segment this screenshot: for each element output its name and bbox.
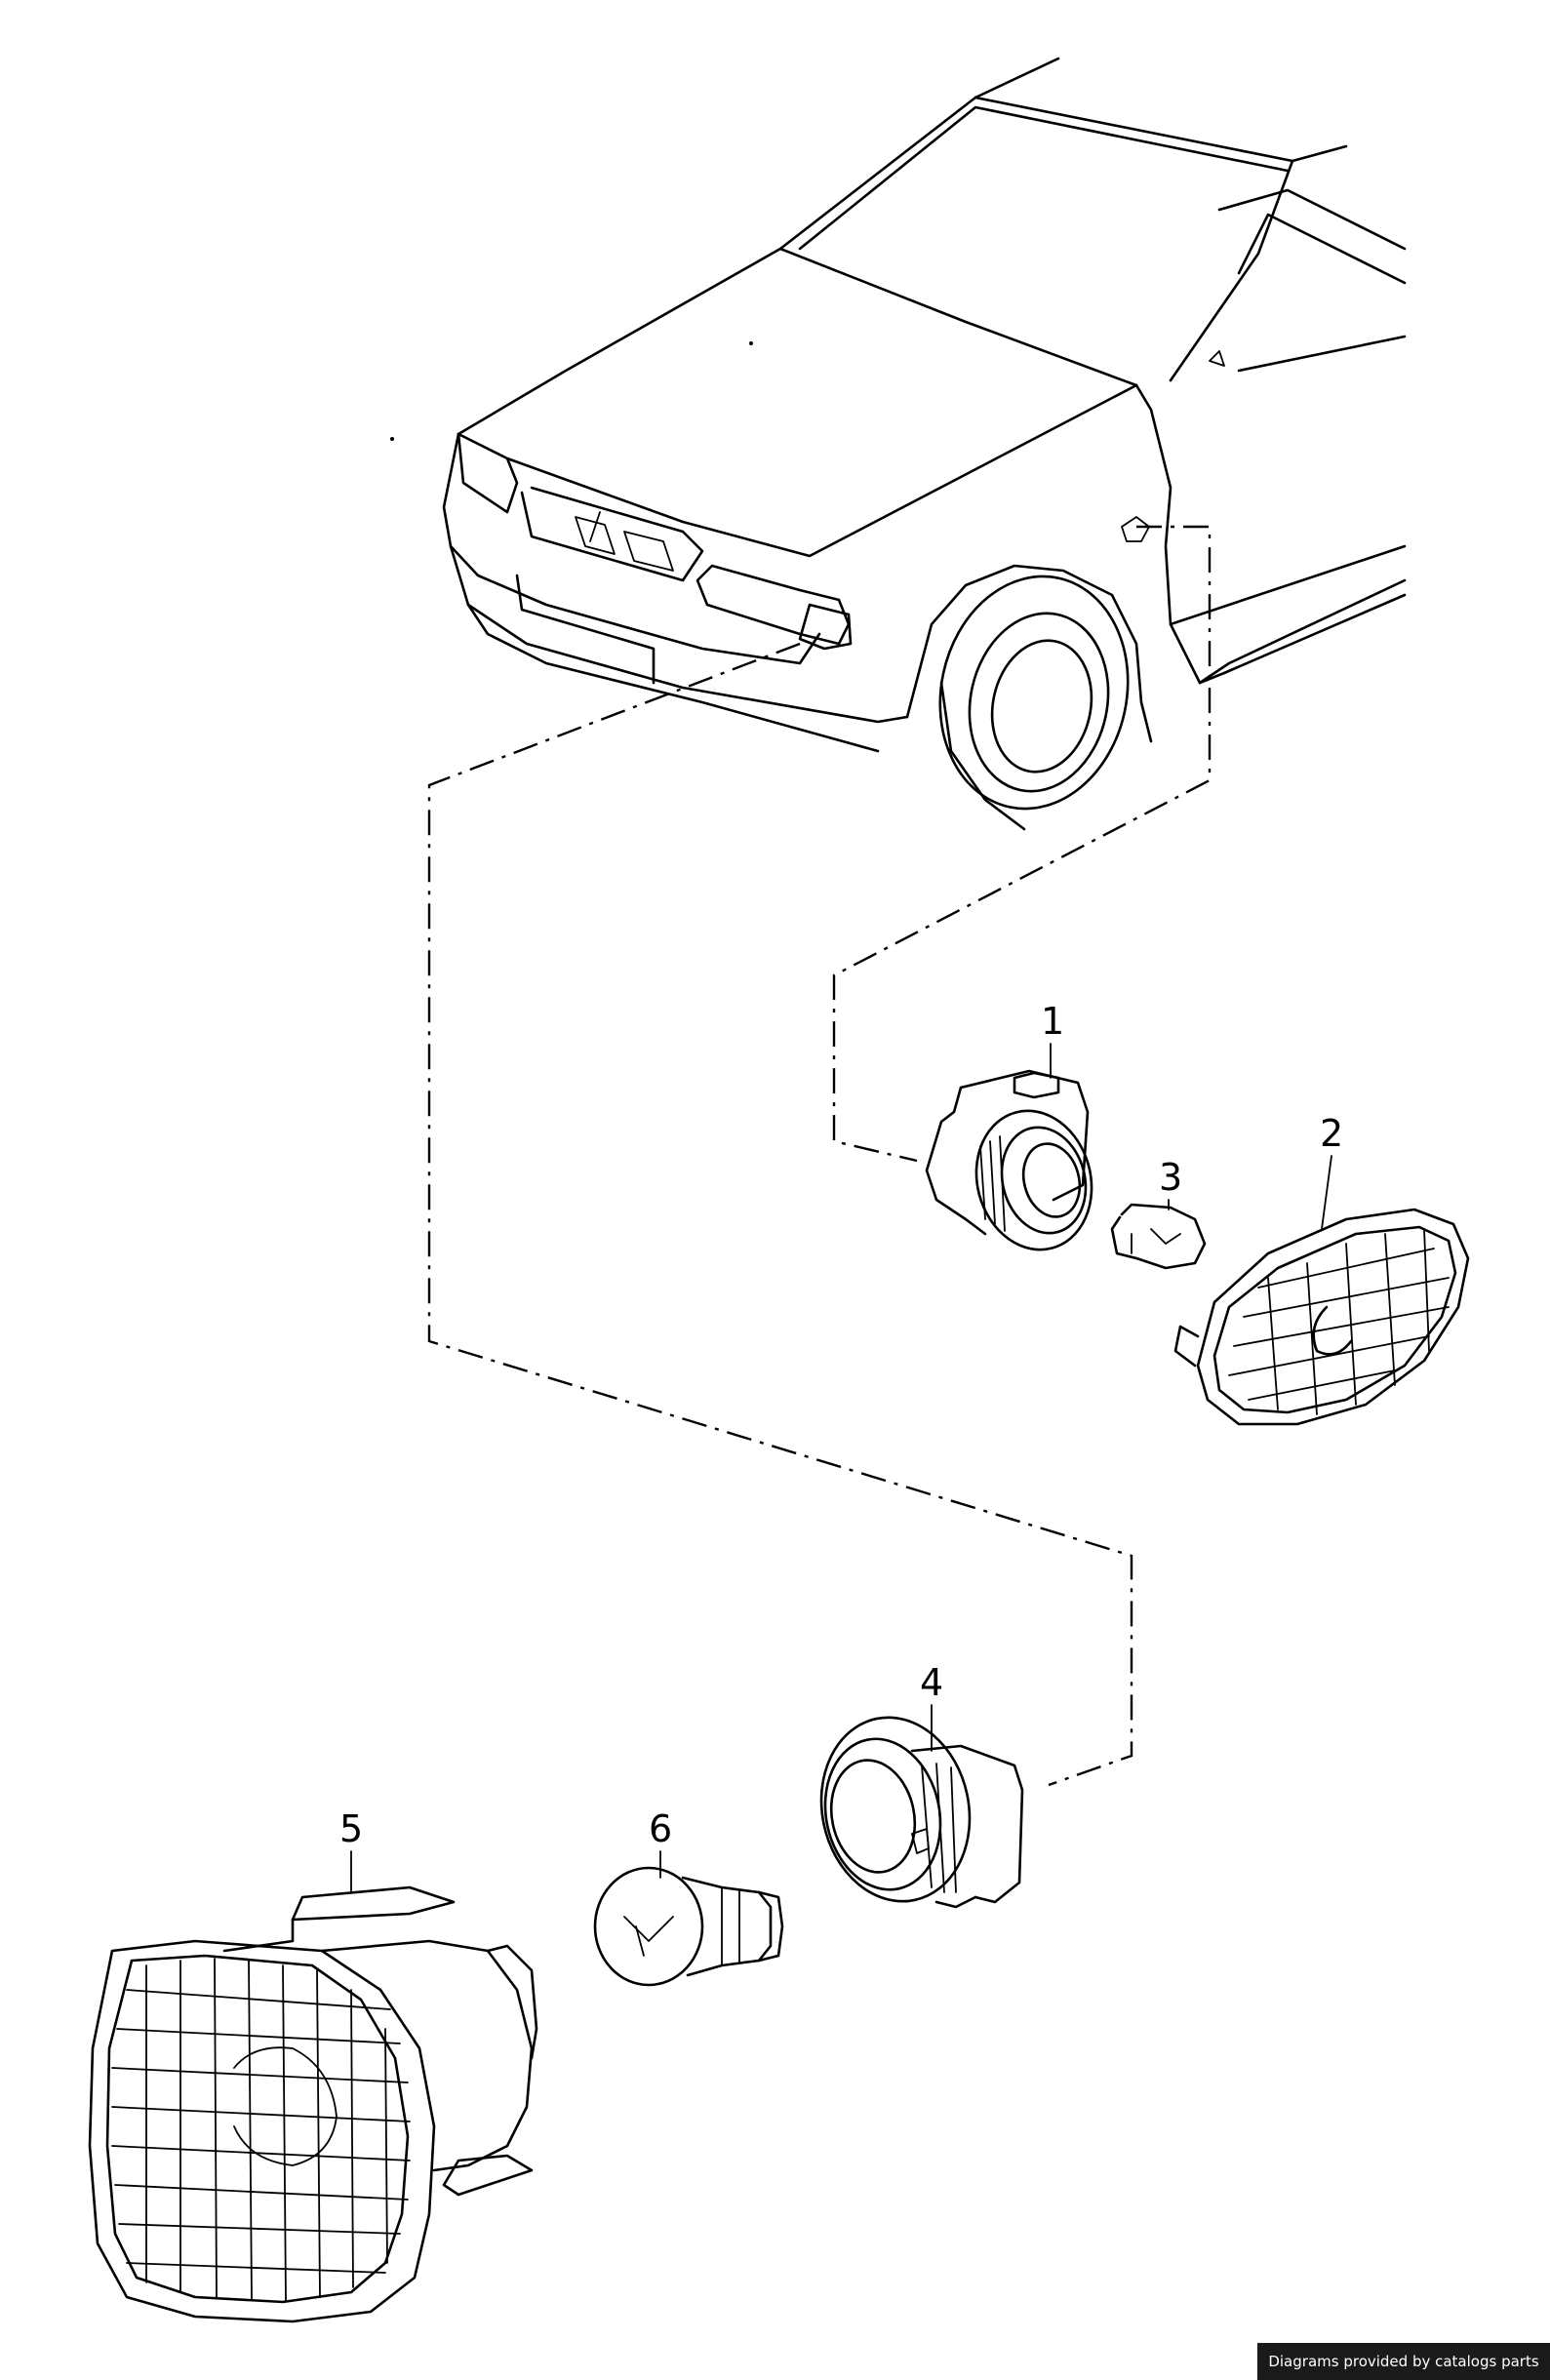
callout-2: 2 xyxy=(1320,1112,1343,1230)
footer-credit: Diagrams provided by catalogs parts xyxy=(1257,2343,1550,2380)
part-2-side-marker-lens xyxy=(1173,1208,1470,1426)
car-illustration xyxy=(390,57,1407,831)
callout-label: 3 xyxy=(1159,1156,1182,1199)
callout-label: 6 xyxy=(649,1807,672,1850)
callout-1: 1 xyxy=(1041,1000,1064,1079)
part-5-front-indicator xyxy=(88,1885,538,2323)
part-4-indicator-socket xyxy=(819,1716,1024,1909)
part-6-indicator-bulb xyxy=(593,1866,784,1987)
leader-lines xyxy=(427,525,1212,1787)
callout-5: 5 xyxy=(339,1807,363,1893)
callout-6: 6 xyxy=(649,1807,672,1879)
callout-4: 4 xyxy=(920,1661,943,1752)
part-3-wedge-bulb xyxy=(1110,1203,1207,1270)
part-1-bulb-socket xyxy=(925,1069,1093,1251)
callout-label: 4 xyxy=(920,1661,943,1704)
callout-label: 5 xyxy=(339,1807,363,1850)
callout-label: 2 xyxy=(1320,1112,1343,1155)
callout-label: 1 xyxy=(1041,1000,1064,1043)
callout-3: 3 xyxy=(1159,1156,1182,1210)
